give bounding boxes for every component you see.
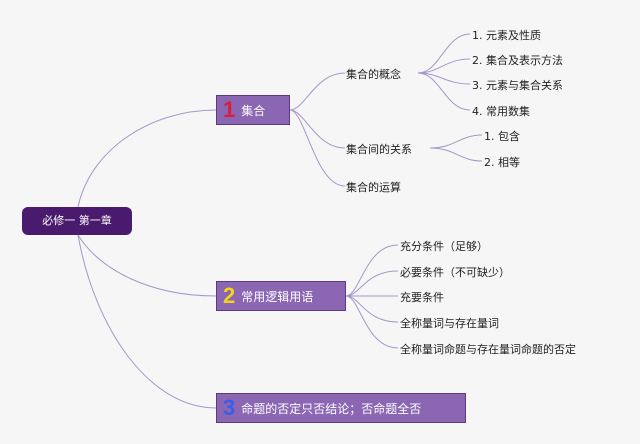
logic-item[interactable]: 全称量词与存在量词 — [400, 317, 499, 330]
concept-item[interactable]: 3. 元素与集合关系 — [472, 79, 563, 92]
branch-logic[interactable]: 2 常用逻辑用语 — [216, 281, 346, 311]
concept-item[interactable]: 4. 常用数集 — [472, 105, 530, 118]
logic-item[interactable]: 全称量词命题与存在量词命题的否定 — [400, 343, 576, 356]
topic-set-concept[interactable]: 集合的概念 — [346, 68, 401, 81]
relation-item[interactable]: 1. 包含 — [484, 130, 520, 143]
logic-item[interactable]: 必要条件（不可缺少） — [400, 266, 510, 279]
branch-label: 集合 — [241, 103, 266, 118]
branch-sets[interactable]: 1 集合 — [216, 95, 290, 125]
branch-number: 1 — [223, 97, 236, 122]
branch-label: 命题的否定只否结论；否命题全否 — [241, 401, 422, 416]
logic-item[interactable]: 充分条件（足够） — [400, 240, 488, 253]
branch-number: 2 — [223, 283, 236, 308]
concept-item[interactable]: 2. 集合及表示方法 — [472, 54, 563, 67]
logic-item[interactable]: 充要条件 — [400, 291, 444, 304]
concept-item[interactable]: 1. 元素及性质 — [472, 29, 541, 42]
root-node[interactable]: 必修一 第一章 — [22, 207, 132, 235]
topic-set-operations[interactable]: 集合的运算 — [346, 181, 401, 194]
topic-set-relations[interactable]: 集合间的关系 — [346, 143, 412, 156]
relation-item[interactable]: 2. 相等 — [484, 156, 520, 169]
branch-number: 3 — [223, 395, 236, 420]
branch-negation[interactable]: 3 命题的否定只否结论；否命题全否 — [216, 393, 466, 423]
branch-label: 常用逻辑用语 — [241, 289, 314, 304]
